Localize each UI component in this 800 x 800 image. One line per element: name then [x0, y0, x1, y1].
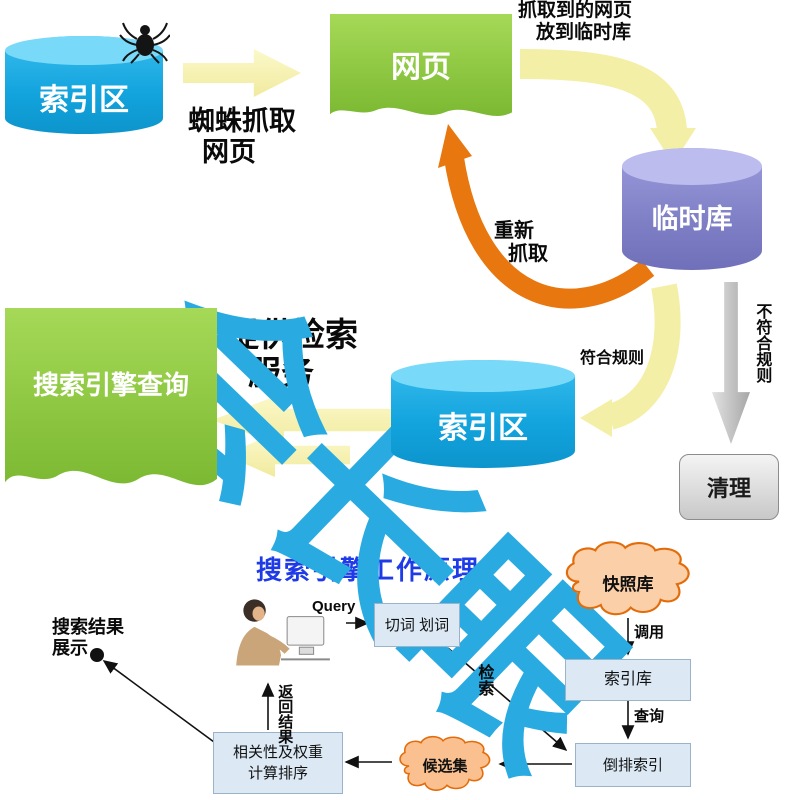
rule-no-label: 不符合规则: [753, 303, 771, 383]
candidate-cloud: 候选集: [395, 735, 495, 793]
user-at-computer-icon: [236, 599, 330, 666]
snapshot-cloud-label: 快照库: [602, 574, 654, 594]
clean-box: 清理: [679, 454, 779, 520]
yellow-elbow-arrow: [519, 49, 687, 133]
result-label-line1: 搜索结果: [52, 617, 124, 637]
fetch-label-line2: 放到临时库: [536, 21, 632, 43]
return-label: 返回结果: [276, 684, 294, 744]
snapshot-cloud: 快照库: [560, 540, 696, 618]
ranking-box-line2: 计算排序: [247, 765, 308, 782]
index-lib-label: 索引库: [603, 670, 652, 688]
ranking-box: 相关性及权重 计算排序: [213, 732, 343, 794]
crawl-label: 蜘蛛抓取 网页: [188, 106, 318, 168]
lookup-label: 查询: [634, 708, 665, 725]
crawl-label-line2: 网页: [202, 137, 256, 168]
temp-db-cylinder: 临时库: [622, 148, 762, 270]
cylinder-top-ellipse: [622, 148, 762, 185]
crawl-label-line1: 蜘蛛抓取: [188, 106, 296, 136]
result-endpoint-dot: [90, 648, 104, 662]
query-label: Query: [312, 598, 356, 615]
bottom-title: 搜索引擎工作原理: [256, 555, 481, 585]
arrow-segment-to-inverted: [447, 647, 568, 752]
serve-label-line1: 提供检索: [226, 316, 358, 353]
fetch-label-line1: 抓取到的网页: [518, 0, 633, 21]
webpage-doc-label: 网页: [391, 51, 451, 85]
query-doc-shape: [5, 308, 217, 486]
refetch-label-line1: 重新: [494, 220, 534, 242]
candidate-cloud-label: 候选集: [422, 757, 468, 775]
refetch-label: 重新 抓取: [494, 220, 564, 266]
query-doc-label: 搜索引擎查询: [32, 370, 189, 401]
ranking-box-line1: 相关性及权重: [232, 744, 323, 761]
cylinder-top-ellipse: [391, 360, 575, 393]
serve-label: 提供检索 服务: [226, 316, 406, 392]
fetch-label: 抓取到的网页 放到临时库: [518, 0, 678, 44]
call-label: 调用: [634, 624, 665, 641]
temp-db-label: 临时库: [651, 203, 733, 234]
index-lib-box: 索引库: [565, 659, 691, 701]
index-db-cylinder-2: 索引区: [391, 360, 575, 468]
index-db-1-label: 索引区: [39, 84, 129, 118]
index-db-cylinder-1: 索引区: [5, 36, 163, 134]
query-doc: 搜索引擎查询: [5, 308, 217, 513]
result-label-line2: 展示: [52, 637, 88, 658]
result-label: 搜索结果 展示: [52, 617, 172, 658]
clean-box-label: 清理: [706, 476, 751, 501]
yellow-curve-arrowhead: [580, 399, 612, 437]
spider-icon: [119, 22, 170, 64]
webpage-doc-shape: [330, 14, 512, 116]
snapshot-cloud-shape: [565, 541, 690, 616]
retrieve-label: 检索: [475, 664, 493, 696]
yellow-elbow-arrowhead: [650, 128, 696, 164]
candidate-cloud-shape: [399, 735, 491, 791]
yellow-curve-arrow: [605, 283, 681, 430]
serve-label-line2: 服务: [248, 353, 314, 391]
segment-box-label: 切词 划词: [384, 616, 450, 634]
inverted-index-label: 倒排索引: [602, 756, 663, 774]
refetch-label-line2: 抓取: [508, 243, 548, 265]
inverted-index-box: 倒排索引: [575, 743, 691, 787]
webpage-doc: 网页: [330, 14, 512, 132]
orange-refetch-arrowhead: [438, 124, 472, 168]
arrow-ranking-to-result: [102, 660, 215, 743]
orange-refetch-arrow: [444, 156, 655, 309]
index-db-2-label: 索引区: [438, 412, 528, 446]
rule-ok-label: 符合规则: [580, 350, 645, 367]
segment-box: 切词 划词: [374, 603, 460, 647]
